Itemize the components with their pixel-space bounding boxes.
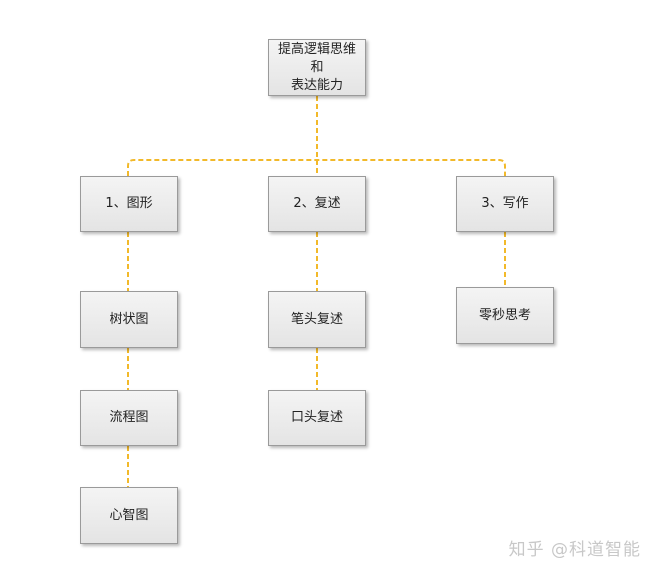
root-node-line-2: 表达能力: [290, 77, 343, 93]
child-node-zero-second-thinking: 零秒思考: [456, 287, 554, 344]
child-node-oral-retelling: 口头复述: [268, 390, 366, 446]
root-node-line-1: 提高逻辑思维和: [277, 41, 356, 75]
child-node-mind-map: 心智图: [80, 487, 178, 544]
child-node-tree-diagram: 树状图: [80, 291, 178, 348]
branch-node-writing: 3、写作: [456, 176, 554, 232]
watermark-text: 知乎 @科道智能: [508, 540, 641, 560]
root-node: 提高逻辑思维和 表达能力: [268, 39, 366, 96]
child-node-written-retelling: 笔头复述: [268, 291, 366, 348]
child-node-flowchart: 流程图: [80, 390, 178, 446]
branch-node-retelling: 2、复述: [268, 176, 366, 232]
branch-node-graphics: 1、图形: [80, 176, 178, 232]
